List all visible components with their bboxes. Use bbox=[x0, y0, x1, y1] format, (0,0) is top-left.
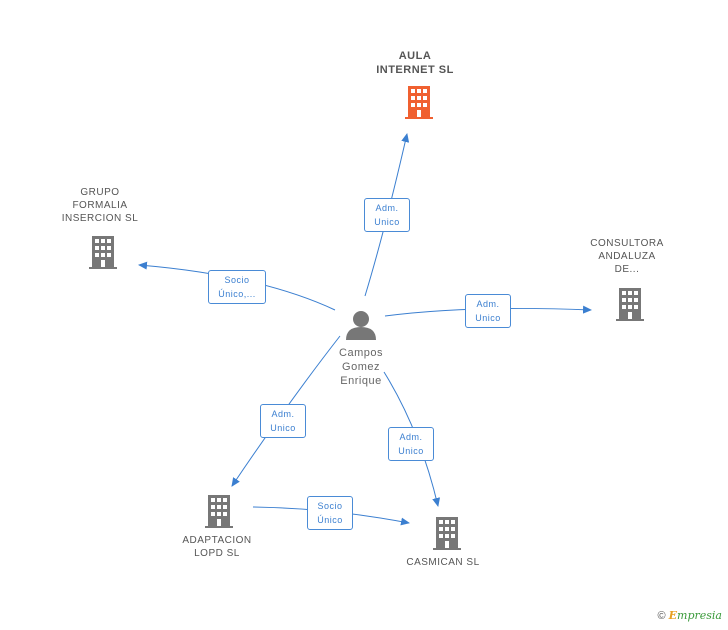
edge-label-to-adaptacion[interactable]: Adm. Unico bbox=[260, 404, 306, 438]
building-icon-casmican[interactable] bbox=[433, 517, 461, 550]
node-label-consultora[interactable]: CONSULTORA ANDALUZA DE... bbox=[590, 238, 664, 275]
person-icon[interactable] bbox=[346, 311, 376, 340]
node-label-casmican[interactable]: CASMICAN SL bbox=[406, 557, 480, 568]
building-icon-adaptacion[interactable] bbox=[205, 495, 233, 528]
edge-label-adaptacion-to-casmican[interactable]: Socio Único bbox=[307, 496, 353, 530]
copyright-symbol: © bbox=[657, 610, 666, 622]
building-icon-aula[interactable] bbox=[405, 86, 433, 119]
footer-copyright: © Empresia bbox=[657, 609, 722, 622]
building-icon-grupo[interactable] bbox=[89, 236, 117, 269]
node-label-aula[interactable]: AULA INTERNET SL bbox=[376, 50, 454, 76]
node-label-adaptacion[interactable]: ADAPTACION LOPD SL bbox=[182, 535, 252, 559]
edge-label-to-grupo[interactable]: Socio Único,... bbox=[208, 270, 266, 304]
node-label-grupo[interactable]: GRUPO FORMALIA INSERCION SL bbox=[61, 187, 139, 224]
empresia-logo[interactable]: Empresia bbox=[668, 609, 722, 622]
edge-label-to-consultora[interactable]: Adm. Unico bbox=[465, 294, 511, 328]
edge-label-to-casmican[interactable]: Adm. Unico bbox=[388, 427, 434, 461]
edge-label-to-aula[interactable]: Adm. Unico bbox=[364, 198, 410, 232]
person-label[interactable]: Campos Gomez Enrique bbox=[339, 347, 383, 387]
building-icon-consultora[interactable] bbox=[616, 288, 644, 321]
